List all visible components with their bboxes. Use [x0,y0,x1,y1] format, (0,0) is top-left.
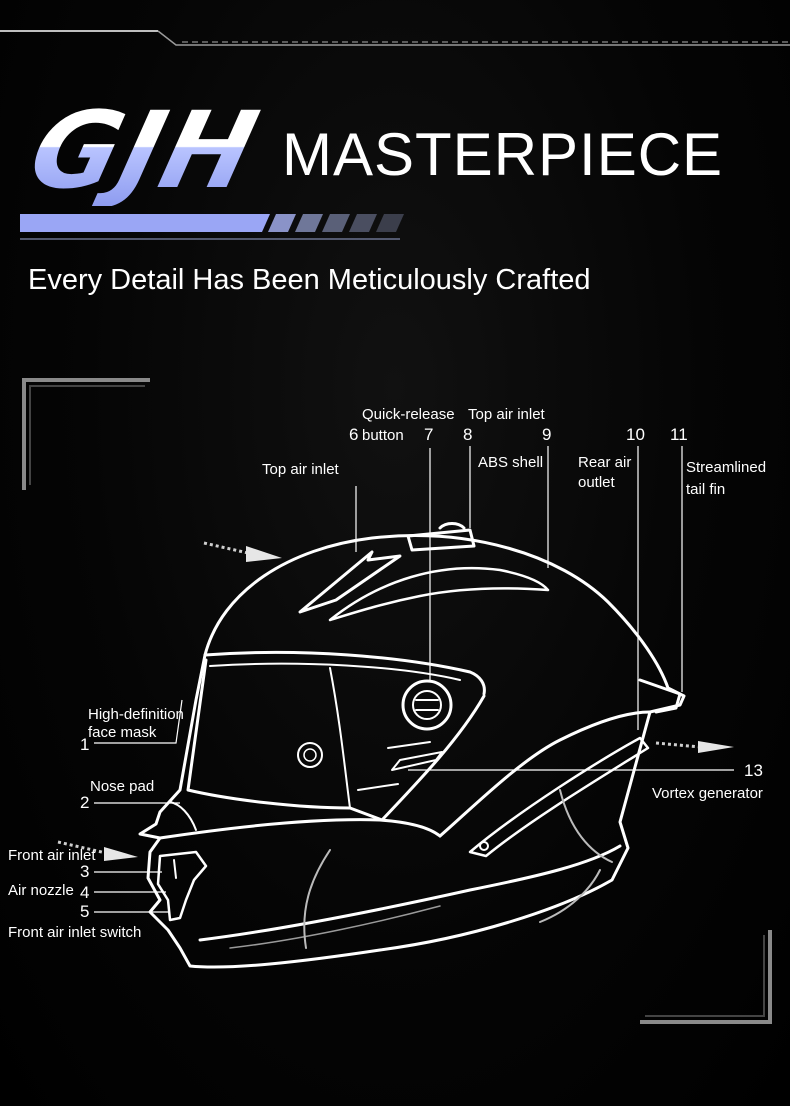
callout-num-2: 2 [80,793,90,812]
logo-text: GJH [19,89,307,212]
callout-num-6: 6 [349,425,359,444]
callout-num-8: 8 [463,425,473,444]
quick-release-button [401,679,453,731]
callout-num-3: 3 [80,862,90,881]
page-title: MASTERPIECE [282,121,724,188]
tail-fin [638,678,682,714]
callout-num-9: 9 [542,425,552,444]
callout-label-1: High-definition face mask [88,706,184,741]
callout-num-11: 11 [670,425,688,444]
nose-pad [169,801,197,831]
callout-label-2: Nose pad [90,778,155,795]
callout-num-7: 7 [424,425,434,444]
vortex-generator [468,736,650,858]
helmet-shell [138,534,686,969]
visor-knob [297,742,323,768]
air-nozzle [156,850,208,922]
airflow-arrow-front [57,840,138,861]
accent-bar [20,214,404,240]
callout-label-10: Rear air outlet [578,454,632,491]
callout-label-4: Air nozzle [8,882,74,899]
callout-label-13: Vortex generator [652,785,763,802]
callout-num-10: 10 [626,425,645,444]
callout-label-5: Front air inlet switch [8,924,142,941]
callout-label-11: Streamlined tail fin [686,459,767,498]
callout-label-6: Top air inlet [262,461,339,478]
callout-lines [94,446,734,913]
callout-num-13: 13 [744,761,763,780]
top-air-inlet [298,550,402,614]
tagline: Every Detail Has Been Meticulously Craft… [28,264,591,296]
callout-label-9: ABS shell [478,454,544,471]
corner-bracket-top-left [22,378,150,490]
callout-label-7: Quick-release button [362,406,455,444]
gjh-logo: GJH [19,89,280,212]
corner-bracket-bottom-right [640,930,772,1024]
visor-rim [203,650,486,696]
callout-num-1: 1 [80,735,90,754]
callout-num-4: 4 [80,883,90,902]
airflow-arrow-rear [655,741,734,753]
callout-label-8: Top air inlet [468,406,545,423]
airflow-arrow-top [203,541,282,562]
callout-label-3: Front air inlet [8,847,96,864]
helmet-illustration [138,522,686,969]
top-divider [0,30,790,46]
callout-num-5: 5 [80,902,90,921]
